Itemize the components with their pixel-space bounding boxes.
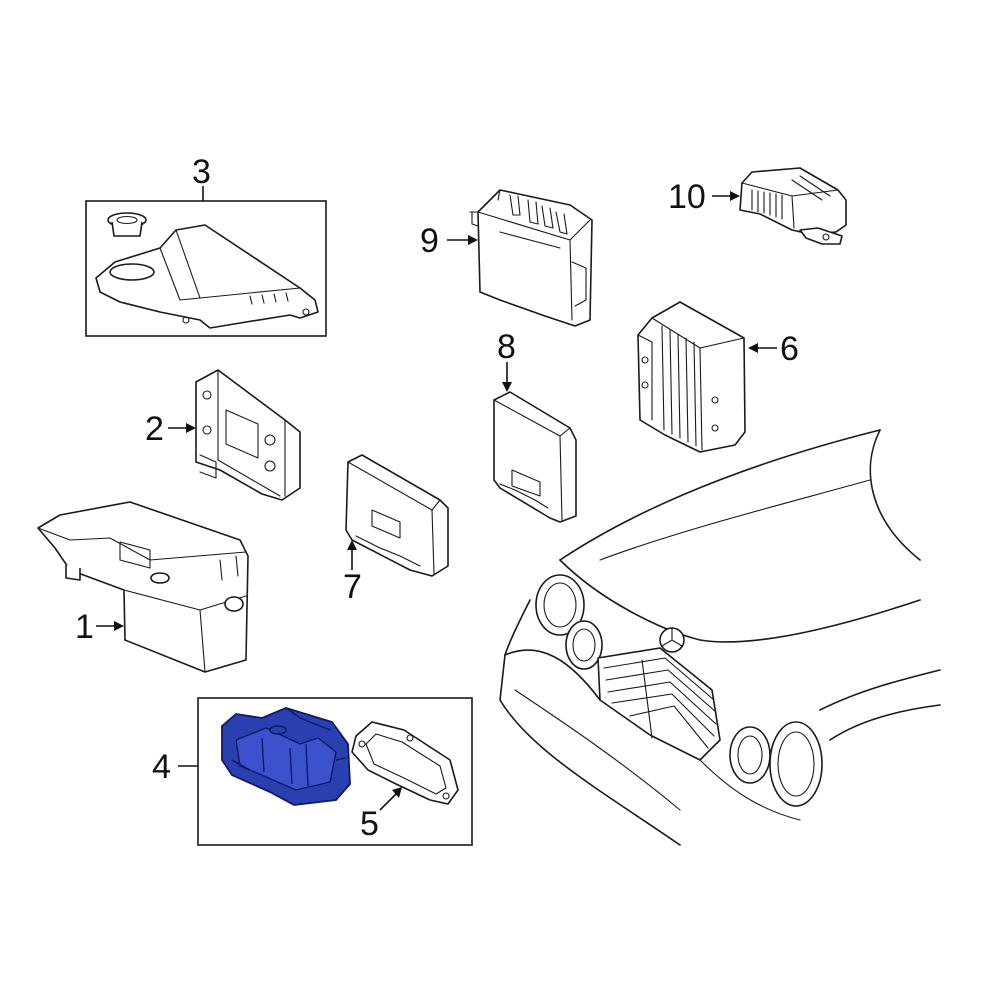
- part-3-frame: [85, 200, 327, 337]
- part-4-5-group[interactable]: 5 4: [152, 697, 473, 846]
- part-8-ecu: [493, 391, 577, 523]
- part-4-5-frame: [197, 697, 473, 846]
- part-6-unit: [637, 301, 746, 453]
- part-6-group[interactable]: 6: [637, 301, 799, 453]
- callout-8: 8: [497, 328, 516, 366]
- part-3-cover: [95, 224, 319, 329]
- part-2-group[interactable]: 2: [145, 369, 301, 501]
- part-8-group[interactable]: 8: [493, 328, 577, 523]
- part-1-group[interactable]: 1: [37, 501, 249, 673]
- callout-2: 2: [145, 410, 164, 448]
- callout-6: 6: [780, 330, 799, 368]
- vehicle-front-illustration: [499, 429, 941, 846]
- part-4-highlighted-tray[interactable]: [221, 707, 351, 806]
- part-7-ecu: [345, 454, 449, 577]
- part-3-group[interactable]: 3: [85, 153, 327, 337]
- part-5-gasket: [351, 721, 459, 805]
- callout-10: 10: [668, 178, 706, 216]
- part-9-module: [469, 189, 593, 327]
- callout-7: 7: [343, 568, 362, 606]
- part-10-group[interactable]: 10: [668, 167, 847, 245]
- callout-1: 1: [75, 608, 94, 646]
- callout-3: 3: [192, 153, 211, 191]
- callout-4: 4: [152, 748, 171, 786]
- part-7-group[interactable]: 7: [343, 454, 449, 606]
- part-3-grommet: [107, 212, 147, 237]
- callout-9: 9: [420, 222, 439, 260]
- part-10-module: [739, 167, 847, 245]
- part-1-housing: [37, 501, 249, 673]
- part-9-group[interactable]: 9: [420, 189, 593, 327]
- part-2-bracket: [195, 369, 301, 501]
- callout-5: 5: [360, 805, 379, 843]
